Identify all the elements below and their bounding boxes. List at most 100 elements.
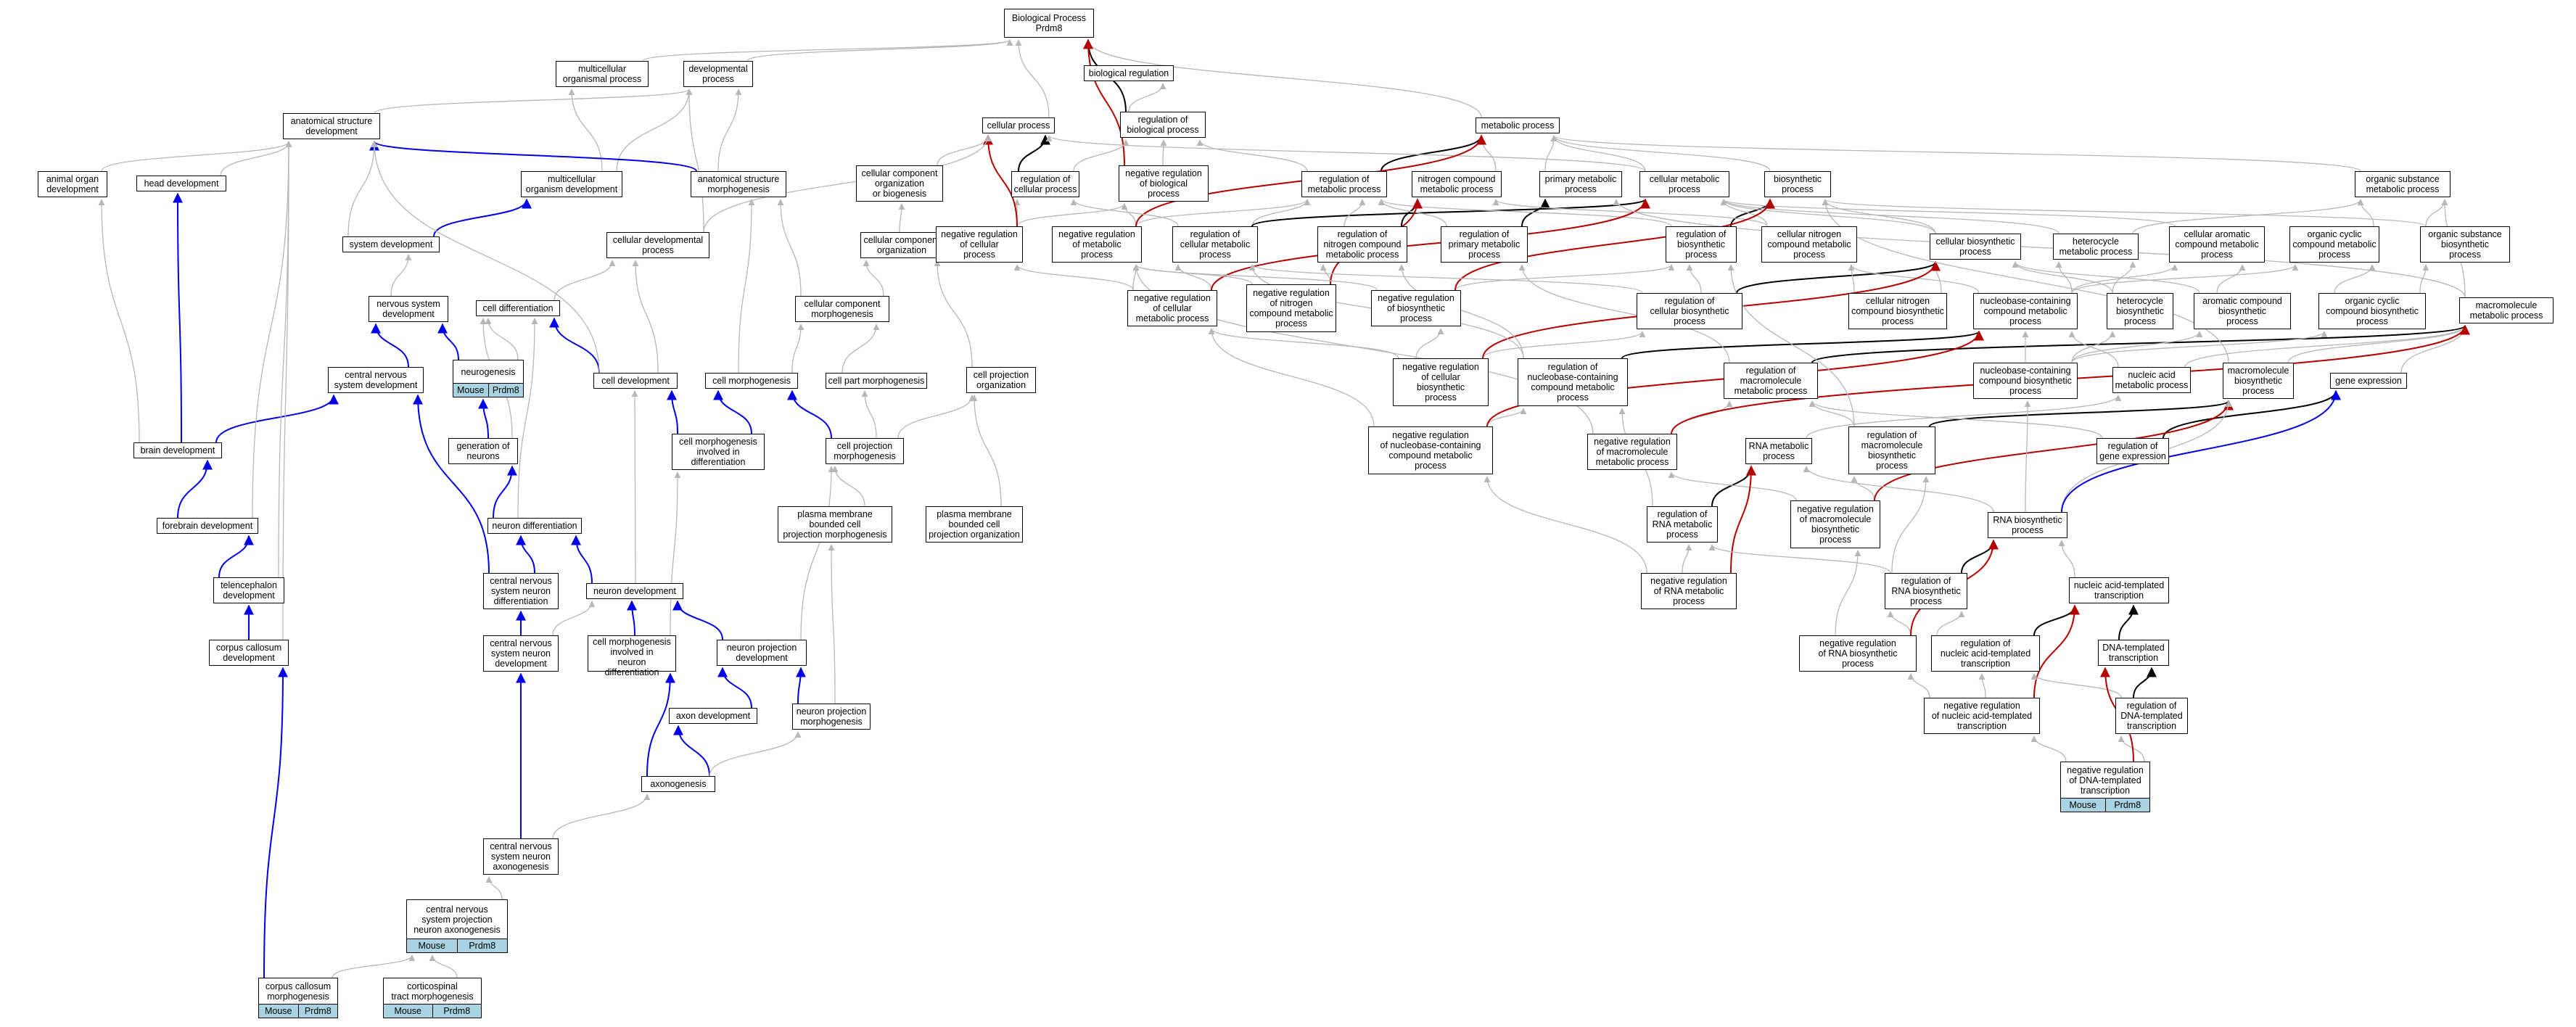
node-ccob[interactable]: cellular component organization or bioge… xyxy=(856,165,943,202)
node-telen[interactable]: telencephalon development xyxy=(213,577,284,603)
node-cmidiff[interactable]: cell morphogenesis involved in different… xyxy=(672,434,765,470)
node-regbiosyn[interactable]: regulation of biosynthetic process xyxy=(1666,226,1737,263)
node-pmp[interactable]: primary metabolic process xyxy=(1539,171,1622,197)
node-regnatt[interactable]: regulation of nucleic acid-templated tra… xyxy=(1931,635,2040,672)
node-biosyn[interactable]: biosynthetic process xyxy=(1764,171,1831,197)
node-cncmp[interactable]: cellular nitrogen compound metabolic pro… xyxy=(1761,226,1857,263)
node-rnamp[interactable]: RNA metabolic process xyxy=(1745,438,1812,464)
node-sysdev[interactable]: system development xyxy=(342,236,440,252)
node-occbp[interactable]: organic cyclic compound biosynthetic pro… xyxy=(2318,293,2426,329)
node-regrnabp[interactable]: regulation of RNA biosynthetic process xyxy=(1885,573,1967,609)
node-devproc[interactable]: developmental process xyxy=(683,61,753,87)
node-osbp[interactable]: organic substance biosynthetic process xyxy=(2420,226,2510,263)
node-negregmet[interactable]: negative regulation of metabolic process xyxy=(1052,226,1142,263)
node-celldev[interactable]: cell development xyxy=(593,373,678,389)
node-namp[interactable]: nucleic acid metabolic process xyxy=(2112,367,2191,393)
node-hbp[interactable]: heterocycle biosynthetic process xyxy=(2107,293,2173,329)
node-regmet[interactable]: regulation of metabolic process xyxy=(1301,171,1387,197)
species-tag[interactable]: Mouse xyxy=(2061,799,2105,812)
node-multidev[interactable]: multicellular organism development xyxy=(521,171,622,197)
node-celldiff[interactable]: cell differentiation xyxy=(476,300,560,316)
gene-tag[interactable]: Prdm8 xyxy=(456,939,507,952)
node-brain[interactable]: brain development xyxy=(133,442,222,458)
node-negregdtt[interactable]: negative regulation of DNA-templated tra… xyxy=(2060,762,2150,812)
node-cellmorph[interactable]: cell morphogenesis xyxy=(705,373,798,389)
node-regrnamp[interactable]: regulation of RNA metabolic process xyxy=(1647,506,1718,543)
node-regcmp[interactable]: regulation of cellular metabolic process xyxy=(1172,226,1258,263)
node-acbp[interactable]: aromatic compound biosynthetic process xyxy=(2194,293,2291,329)
node-metab[interactable]: metabolic process xyxy=(1476,117,1560,133)
node-head[interactable]: head development xyxy=(136,176,226,191)
node-nccbp[interactable]: nucleobase-containing compound biosynthe… xyxy=(1973,363,2078,399)
node-cnsnd[interactable]: central nervous system neuron differenti… xyxy=(483,573,559,609)
node-natt[interactable]: nucleic acid-templated transcription xyxy=(2069,577,2169,603)
node-cmp[interactable]: cellular metabolic process xyxy=(1639,171,1729,197)
species-tag[interactable]: Mouse xyxy=(453,384,488,397)
node-regnccmp[interactable]: regulation of nucleobase-containing comp… xyxy=(1518,358,1628,406)
node-regmbp[interactable]: regulation of macromolecule biosynthetic… xyxy=(1848,426,1935,474)
node-regcell[interactable]: regulation of cellular process xyxy=(1011,171,1079,197)
node-negregcmp[interactable]: negative regulation of cellular metaboli… xyxy=(1127,290,1217,326)
gene-tag[interactable]: Prdm8 xyxy=(487,384,523,397)
node-celldevproc[interactable]: cellular developmental process xyxy=(606,232,709,258)
node-negregrnabp[interactable]: negative regulation of RNA biosynthetic … xyxy=(1799,635,1917,672)
node-regmmp[interactable]: regulation of macromolecule metabolic pr… xyxy=(1724,363,1818,399)
node-rnabp[interactable]: RNA biosynthetic process xyxy=(1988,512,2067,538)
node-hmp[interactable]: heterocycle metabolic process xyxy=(2053,234,2139,260)
node-pmbcpo[interactable]: plasma membrane bounded cell projection … xyxy=(926,506,1023,543)
species-tag[interactable]: Mouse xyxy=(259,1005,298,1018)
node-occmp[interactable]: organic cyclic compound metabolic proces… xyxy=(2289,226,2379,263)
gene-tag[interactable]: Prdm8 xyxy=(432,1005,481,1018)
node-dtt[interactable]: DNA-templated transcription xyxy=(2098,640,2169,666)
node-negregcell[interactable]: negative regulation of cellular process xyxy=(936,226,1023,263)
node-cco[interactable]: cellular component organization xyxy=(860,232,943,258)
node-nccmp[interactable]: nucleobase-containing compound metabolic… xyxy=(1973,293,2078,329)
node-osmp[interactable]: organic substance metabolic process xyxy=(2355,171,2451,197)
node-cncbp[interactable]: cellular nitrogen compound biosynthetic … xyxy=(1848,293,1947,329)
node-cellproc[interactable]: cellular process xyxy=(982,117,1055,133)
node-negregrnamp[interactable]: negative regulation of RNA metabolic pro… xyxy=(1641,573,1737,609)
node-nsd[interactable]: nervous system development xyxy=(369,296,448,322)
node-negregmmp[interactable]: negative regulation of macromolecule met… xyxy=(1587,434,1677,470)
node-neurdev[interactable]: neuron development xyxy=(586,583,683,599)
node-negregbiosyn[interactable]: negative regulation of biosynthetic proc… xyxy=(1371,290,1461,326)
node-reggeneexpr[interactable]: regulation of gene expression xyxy=(2096,438,2169,464)
node-cprojm[interactable]: cell projection morphogenesis xyxy=(826,438,904,464)
gene-tag[interactable]: Prdm8 xyxy=(297,1005,337,1018)
node-negregnccmp[interactable]: negative regulation of nucleobase-contai… xyxy=(1368,426,1493,474)
node-cacmp[interactable]: cellular aromatic compound metabolic pro… xyxy=(2169,226,2265,263)
node-cpo[interactable]: cell projection organization xyxy=(966,367,1036,393)
node-pmbcpm[interactable]: plasma membrane bounded cell projection … xyxy=(778,506,892,543)
node-regdtt[interactable]: regulation of DNA-templated transcriptio… xyxy=(2115,698,2188,734)
node-asm[interactable]: anatomical structure morphogenesis xyxy=(691,171,786,197)
node-cbp[interactable]: cellular biosynthetic process xyxy=(1930,234,2021,260)
node-ccd[interactable]: corpus callosum development xyxy=(209,640,289,666)
node-forebrain[interactable]: forebrain development xyxy=(157,518,258,534)
node-ccm[interactable]: cellular component morphogenesis xyxy=(795,296,889,322)
node-geneexpr[interactable]: gene expression xyxy=(2330,373,2407,389)
node-cnsd[interactable]: central nervous system development xyxy=(328,367,424,393)
node-cpm[interactable]: cell part morphogenesis xyxy=(826,373,927,389)
node-multiorg[interactable]: multicellular organismal process xyxy=(556,61,649,87)
species-tag[interactable]: Mouse xyxy=(407,939,457,952)
node-negregncmp[interactable]: negative regulation of nitrogen compound… xyxy=(1246,284,1336,332)
node-negregbio[interactable]: negative regulation of biological proces… xyxy=(1119,165,1209,202)
node-negregcbp[interactable]: negative regulation of cellular biosynth… xyxy=(1393,358,1489,406)
node-negregmbp[interactable]: negative regulation of macromolecule bio… xyxy=(1790,500,1880,548)
node-bp[interactable]: Biological Process Prdm8 xyxy=(1004,9,1094,38)
node-mmp[interactable]: macromolecule metabolic process xyxy=(2459,297,2554,323)
gene-tag[interactable]: Prdm8 xyxy=(2104,799,2149,812)
node-regncmp[interactable]: regulation of nitrogen compound metaboli… xyxy=(1317,226,1407,263)
node-npd[interactable]: neuron projection development xyxy=(717,640,807,666)
node-genneur[interactable]: generation of neurons xyxy=(448,438,518,464)
species-tag[interactable]: Mouse xyxy=(384,1005,432,1018)
node-cnspna[interactable]: central nervous system projection neuron… xyxy=(406,899,508,953)
node-ncmp[interactable]: nitrogen compound metabolic process xyxy=(1412,171,1502,197)
node-bioreg[interactable]: biological regulation xyxy=(1084,65,1174,81)
node-asd[interactable]: anatomical structure development xyxy=(283,113,380,139)
node-neurdiff[interactable]: neuron differentiation xyxy=(487,518,582,534)
node-regpmp[interactable]: regulation of primary metabolic process xyxy=(1441,226,1528,263)
